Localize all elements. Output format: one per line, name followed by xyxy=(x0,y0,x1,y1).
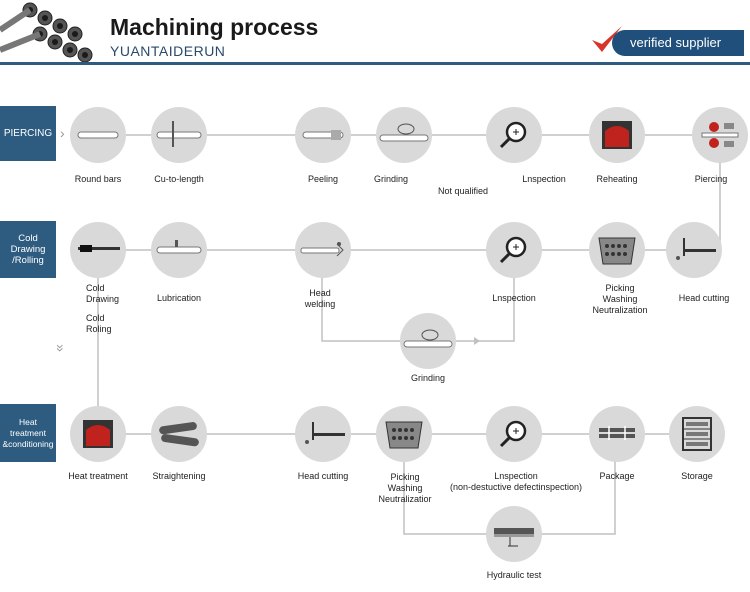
check-icon xyxy=(588,24,624,65)
label-cold-roling: Cold Roling xyxy=(86,313,112,334)
label-heat-treatment: Heat treatment xyxy=(68,471,128,481)
node-package xyxy=(589,406,645,462)
chevron-down-icon: » xyxy=(52,344,69,352)
badge-label: verified supplier xyxy=(630,35,722,50)
node-cut-to-length xyxy=(151,107,207,163)
chevron-right-icon: › xyxy=(60,125,65,141)
label-hydraulic-test: Hydraulic test xyxy=(486,570,542,580)
cut-bar-icon xyxy=(156,121,202,147)
header-pipes-image xyxy=(0,0,100,70)
label-straightening: Straightening xyxy=(152,471,206,481)
head-cutting-icon xyxy=(676,238,716,260)
label-grinding: Grinding xyxy=(373,174,409,184)
label-head-cutting-1: Head cutting xyxy=(678,293,730,303)
node-reheating xyxy=(589,107,645,163)
header-divider xyxy=(0,62,750,65)
label-grinding-2: Grinding xyxy=(410,373,446,383)
furnace-icon xyxy=(602,121,632,149)
node-head-cutting-1 xyxy=(666,222,722,278)
magnifier-icon xyxy=(499,121,527,149)
grinding-icon xyxy=(379,123,429,142)
node-head-welding xyxy=(295,222,351,278)
furnace-icon xyxy=(83,420,113,448)
label-picking-1: Picking Washing Neutralization xyxy=(592,283,648,315)
label-inspection-2: Lnspection xyxy=(492,293,536,303)
straightening-rollers-icon xyxy=(159,422,199,447)
node-peeling xyxy=(295,107,351,163)
node-round-bars xyxy=(70,107,126,163)
node-straightening xyxy=(151,406,207,462)
grinding-icon xyxy=(403,329,453,348)
drawing-rod-icon xyxy=(78,245,120,252)
label-not-qualified: Not qualified xyxy=(437,186,489,196)
label-peeling: Peeling xyxy=(307,174,339,184)
node-picking-1 xyxy=(589,222,645,278)
node-heat-treatment xyxy=(70,406,126,462)
washing-tank-icon xyxy=(385,421,423,449)
washing-tank-icon xyxy=(598,237,636,265)
page-title: Machining process xyxy=(110,14,319,40)
label-lubrication: Lubrication xyxy=(156,293,202,303)
hydraulic-press-icon xyxy=(494,528,534,547)
node-storage xyxy=(669,406,725,462)
head-cutting-icon xyxy=(305,422,345,444)
section-piercing: PIERCING xyxy=(0,106,56,161)
label-round-bars: Round bars xyxy=(74,174,122,184)
node-grinding-2 xyxy=(400,313,456,369)
node-inspection-1 xyxy=(486,107,542,163)
node-cold-drawing xyxy=(70,222,126,278)
label-inspection-3: Lnspection (non-destuctive defectinspect… xyxy=(449,471,583,492)
round-bar-icon xyxy=(77,131,119,139)
node-lubrication xyxy=(151,222,207,278)
node-hydraulic-test xyxy=(486,506,542,562)
storage-rack-icon xyxy=(682,417,712,451)
node-grinding xyxy=(376,107,432,163)
node-picking-2 xyxy=(376,406,432,462)
node-head-cutting-2 xyxy=(295,406,351,462)
label-piercing: Piercing xyxy=(694,174,728,184)
peeling-icon xyxy=(302,130,344,140)
section-heat-treatment: Heat treatment &conditioning xyxy=(0,404,56,462)
label-inspection-1: Lnspection xyxy=(522,174,566,184)
label-storage: Storage xyxy=(681,471,713,481)
lubrication-icon xyxy=(156,240,202,254)
package-bundle-icon xyxy=(599,426,635,440)
node-inspection-2 xyxy=(486,222,542,278)
section-cold-drawing: Cold Drawing /Rolling xyxy=(0,221,56,278)
label-reheating: Reheating xyxy=(596,174,638,184)
node-piercing xyxy=(692,107,748,163)
company-name: YUANTAIDERUN xyxy=(110,43,226,59)
magnifier-icon xyxy=(499,236,527,264)
label-cut-to-length: Cu-to-length xyxy=(154,174,204,184)
node-inspection-3 xyxy=(486,406,542,462)
label-picking-2: Picking Washing Neutralizatior xyxy=(378,472,432,504)
magnifier-icon xyxy=(499,420,527,448)
verified-supplier-badge[interactable]: verified supplier xyxy=(612,30,744,56)
welding-icon xyxy=(300,242,344,257)
label-head-cutting-2: Head cutting xyxy=(297,471,349,481)
piercing-rollers-icon xyxy=(701,122,739,148)
label-head-welding: Head welding xyxy=(304,288,336,309)
label-package: Package xyxy=(599,471,635,481)
label-cold-drawing: Cold Drawing xyxy=(86,283,120,304)
